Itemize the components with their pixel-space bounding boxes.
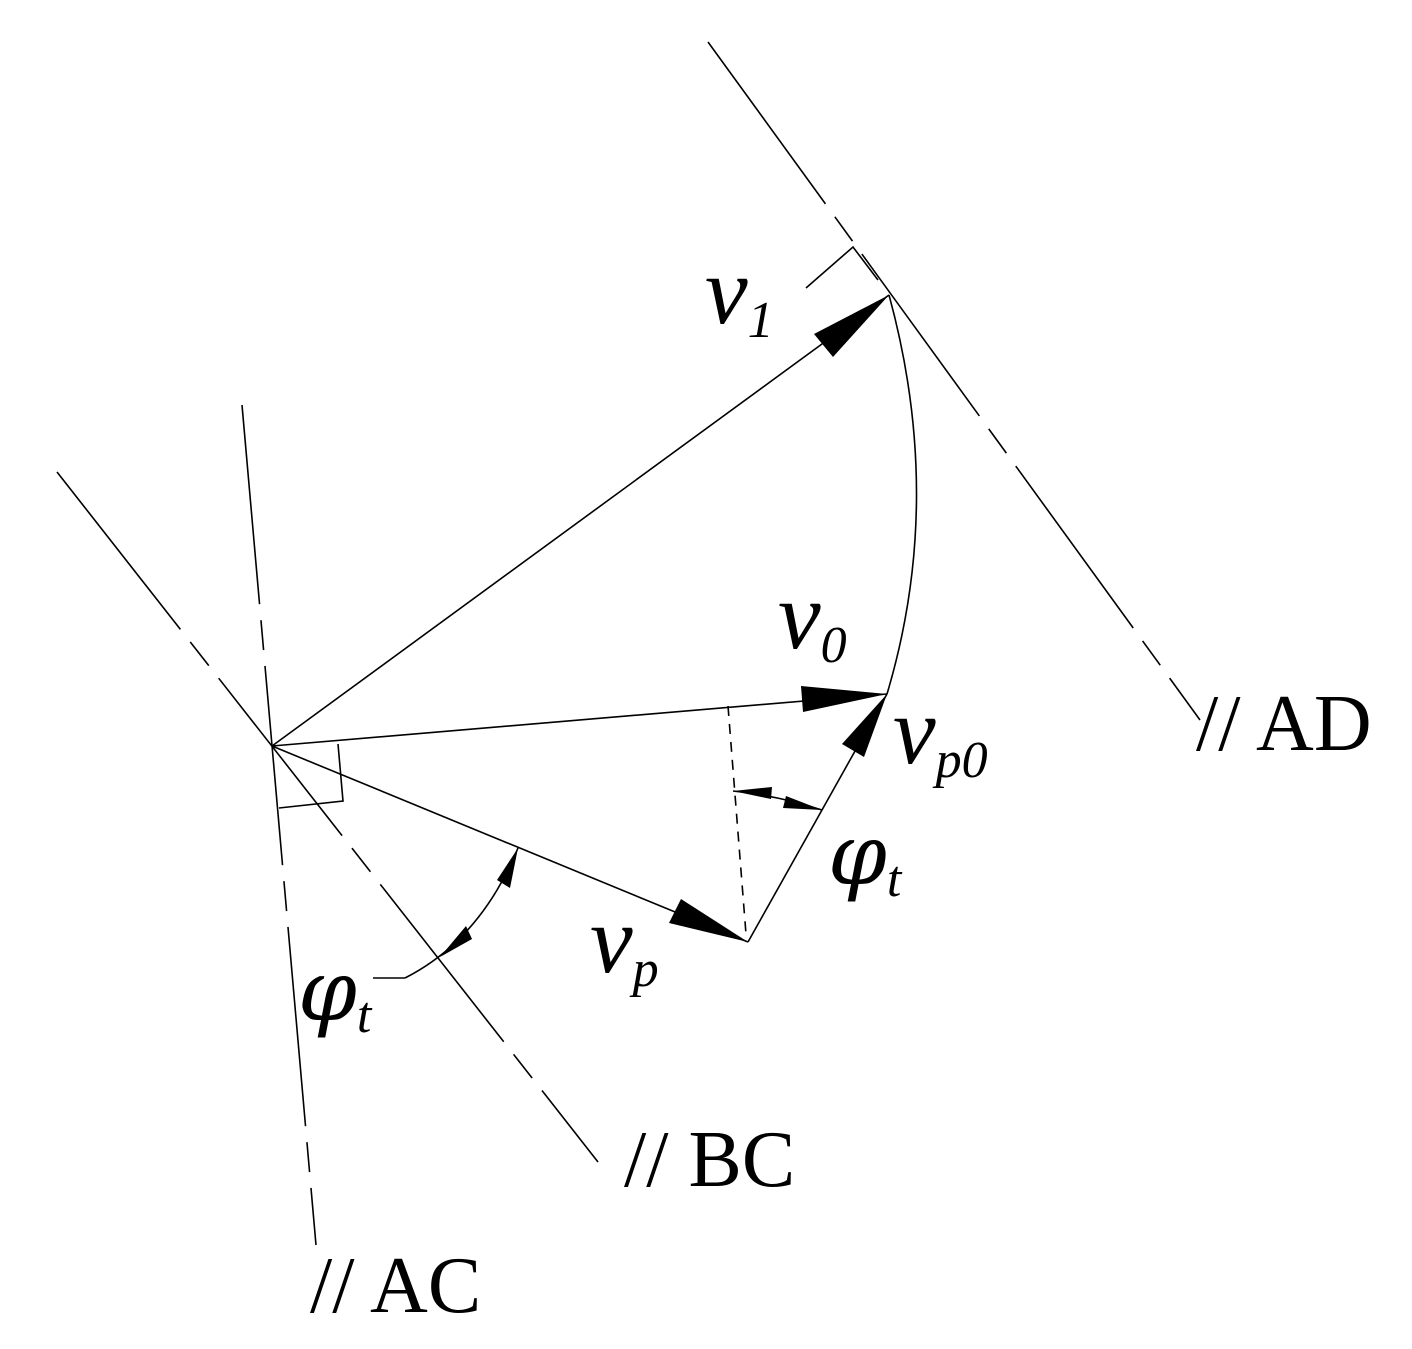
angle-arrow-right-head-left <box>733 787 772 799</box>
label-parallel-bc: // BC <box>624 1116 795 1204</box>
vector-v1-arrowhead <box>814 295 889 357</box>
label-phi-left: φt <box>298 942 373 1044</box>
label-phi-right: φt <box>828 806 903 908</box>
line-parallel-ad <box>707 41 1201 721</box>
vector-vp0-arrowhead <box>842 694 887 757</box>
vector-v0-arrowhead <box>801 686 887 712</box>
label-v1: v1 <box>705 237 774 349</box>
angle-arrow-right-head-right <box>783 796 822 810</box>
label-vp0: vp0 <box>893 677 988 789</box>
velocity-arc <box>886 294 918 695</box>
line-parallel-ac <box>241 404 317 1246</box>
vector-vp-line <box>271 745 749 943</box>
angle-arc-left-head-bottom <box>440 926 472 957</box>
vector-v1-line <box>271 294 890 747</box>
angle-arc-left <box>404 847 519 979</box>
vector-vp-arrowhead <box>669 899 748 942</box>
label-v0: v0 <box>778 562 847 674</box>
vector-v0-line <box>271 693 888 747</box>
label-parallel-ac: // AC <box>310 1242 481 1330</box>
projection-dashed-line <box>727 705 747 935</box>
label-parallel-ad: // AD <box>1196 680 1372 768</box>
line-parallel-bc <box>56 471 599 1163</box>
right-angle-marker-origin <box>278 743 344 809</box>
angle-arc-left-head-top <box>497 848 518 888</box>
right-angle-marker-top <box>805 245 879 289</box>
label-vp: vp <box>590 886 659 998</box>
